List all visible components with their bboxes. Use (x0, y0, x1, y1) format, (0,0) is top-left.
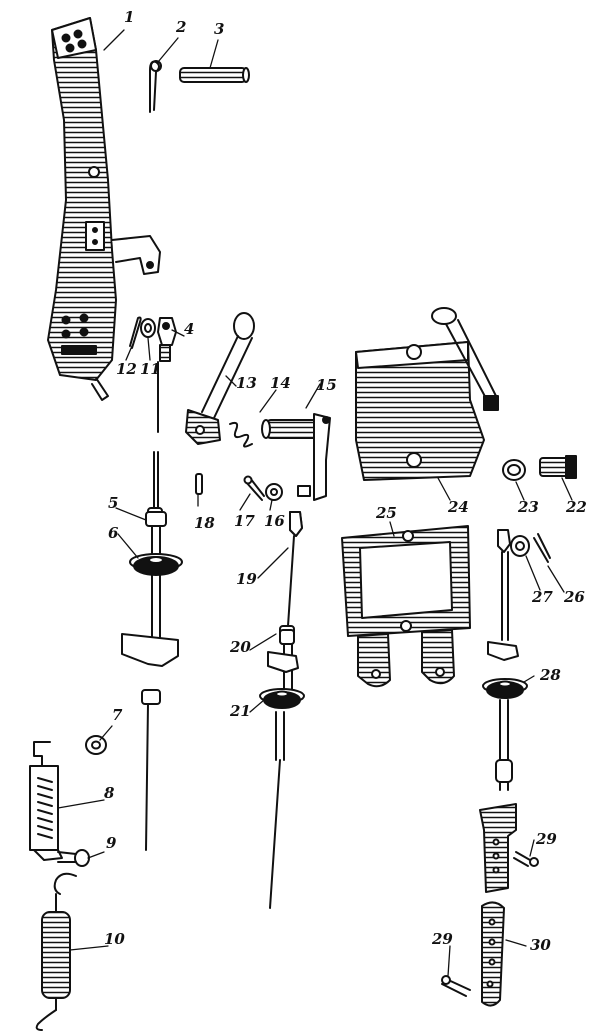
callout-10: 10 (104, 930, 125, 948)
part-26-cotter-pin (533, 533, 551, 563)
callout-30: 30 (530, 936, 551, 954)
callout-21: 21 (230, 702, 251, 720)
part-19-rod-end (289, 511, 303, 537)
left-rod-assembly (121, 361, 179, 851)
callout-3: 3 (214, 20, 225, 38)
part-23-spring-washer (502, 459, 526, 481)
callout-13: 13 (236, 374, 257, 392)
callout-19: 19 (236, 570, 257, 588)
part-4-rod-fork (157, 317, 177, 362)
part-16-washer (265, 483, 283, 501)
callout-22: 22 (566, 498, 587, 516)
callout-24: 24 (448, 498, 469, 516)
callout-16: 16 (264, 512, 285, 530)
callout-9: 9 (106, 834, 117, 852)
part-11-washer (140, 318, 156, 338)
part-6-rubber-boot (129, 553, 183, 576)
part-12-pin (129, 316, 142, 349)
callout-5: 5 (108, 494, 119, 512)
callout-29-upper: 29 (536, 830, 557, 848)
callout-23: 23 (518, 498, 539, 516)
callout-27: 27 (532, 588, 553, 606)
part-7-washer (85, 735, 107, 755)
callout-14: 14 (270, 374, 291, 392)
callout-11: 11 (140, 360, 161, 378)
part-13-lever (185, 312, 255, 445)
callout-7: 7 (112, 706, 123, 724)
rod-end-bracket (479, 803, 517, 893)
callout-17: 17 (234, 512, 255, 530)
callout-6: 6 (108, 524, 119, 542)
callout-28: 28 (540, 666, 561, 684)
part-25-gasket (341, 525, 471, 688)
part-22-bolt (539, 455, 577, 479)
part-29-pin-upper (513, 851, 539, 867)
middle-rod-assembly (267, 511, 303, 909)
part-10-tension-spring (35, 872, 77, 1031)
part-24-cover (355, 307, 499, 481)
callout-1: 1 (124, 8, 135, 26)
leader-lines (57, 29, 573, 977)
callout-15: 15 (316, 376, 337, 394)
part-8-spring-bracket (29, 741, 63, 861)
part-17-pin (243, 475, 265, 501)
callout-29-lower: 29 (432, 930, 453, 948)
part-29-pin-lower (441, 975, 471, 997)
part-27-washer (510, 535, 530, 557)
right-rod-assembly (487, 529, 519, 791)
part-28-rubber-boot (482, 678, 528, 699)
callout-12: 12 (116, 360, 137, 378)
callout-4: 4 (184, 320, 195, 338)
callout-25: 25 (376, 504, 397, 522)
part-2-cotter-pin (149, 60, 162, 113)
part-21-rubber-boot (259, 688, 305, 709)
part-18-pin (195, 473, 203, 495)
part-5-sleeve (145, 511, 167, 527)
part-30-link-plate (481, 901, 505, 1007)
callout-8: 8 (104, 784, 115, 802)
part-14-spring (229, 421, 253, 448)
part-1-pedal-arm (47, 17, 161, 401)
callout-26: 26 (564, 588, 585, 606)
callout-2: 2 (176, 18, 187, 36)
part-3-pin (179, 67, 250, 83)
callout-18: 18 (194, 514, 215, 532)
part-15-shaft (261, 413, 331, 501)
part-20-sleeve (279, 629, 295, 645)
callout-20: 20 (230, 638, 251, 656)
